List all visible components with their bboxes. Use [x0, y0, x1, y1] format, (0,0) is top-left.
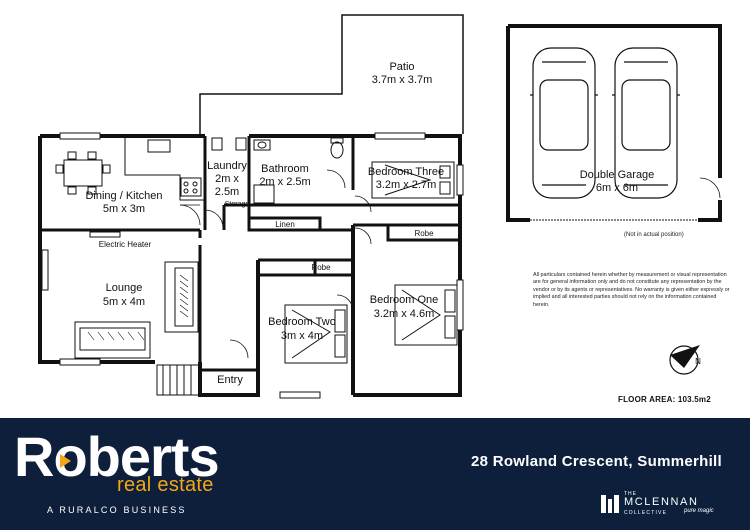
mclennan-m-icon	[601, 495, 619, 513]
laundry-size-1: 2m x	[215, 173, 239, 185]
bed-two-icon	[284, 304, 348, 364]
lounge-size: 5m x 4m	[103, 296, 145, 308]
entry-name: Entry	[217, 374, 243, 386]
lounge-name: Lounge	[106, 282, 143, 294]
laundry-size-2: 2.5m	[215, 186, 239, 198]
compass-icon: N	[669, 345, 701, 375]
footer-banner: Roberts real estate A RURALCO BUSINESS 2…	[0, 418, 750, 530]
floor-plan: Patio 3.7m x 3.7m	[38, 14, 722, 399]
brand-tagline: A RURALCO BUSINESS	[47, 505, 187, 515]
linen-label: Linen	[275, 220, 295, 229]
mclennan-script: pure magic	[684, 508, 714, 514]
brand-logo: Roberts	[14, 424, 220, 489]
door-swings	[179, 169, 721, 359]
garage-name: Double Garage	[580, 169, 655, 181]
bedroom-one-name: Bedroom One	[370, 294, 438, 306]
dining-kitchen-name: Dining / Kitchen	[85, 190, 162, 202]
property-address: 28 Rowland Crescent, Summerhill	[470, 453, 722, 470]
bedroom-three-size: 3.2m x 2.7m	[376, 179, 437, 191]
interior-walls	[40, 136, 460, 372]
not-actual-position-note: (Not in actual position)	[624, 232, 684, 238]
floor-area: FLOOR AREA: 103.5m2	[618, 395, 711, 404]
heater-icon	[89, 231, 121, 238]
entry-stairs	[156, 364, 201, 396]
patio-name: Patio	[389, 61, 414, 73]
mclennan-name: MCLENNAN	[624, 496, 699, 508]
bedroom-one-size: 3.2m x 4.6m	[374, 308, 435, 320]
garage-walls	[506, 24, 722, 222]
laundry-fixtures	[211, 137, 247, 151]
mclennan-collective: COLLECTIVE	[624, 510, 668, 516]
garage-size: 6m x 6m	[596, 182, 638, 194]
sofa-icon	[74, 261, 199, 359]
storage-label: Storage	[225, 201, 250, 208]
mclennan-the: THE	[624, 491, 637, 497]
bedroom-two-name: Bedroom Two	[268, 316, 336, 328]
robe-bed-one-label: Robe	[414, 229, 434, 238]
brand-play-icon	[60, 454, 71, 468]
electric-heater-label: Electric Heater	[99, 240, 152, 249]
disclaimer-text: All particulars contained herein whether…	[533, 272, 730, 308]
bathroom-fixtures	[253, 137, 344, 204]
bathroom-name: Bathroom	[261, 163, 309, 175]
mclennan-logo: THE MCLENNAN COLLECTIVE pure magic	[600, 491, 740, 521]
bedroom-three-name: Bedroom Three	[368, 166, 444, 178]
bed-three-icon	[371, 161, 455, 199]
patio-size: 3.7m x 3.7m	[372, 74, 433, 86]
bathroom-size: 2m x 2.5m	[259, 176, 310, 188]
laundry-name: Laundry	[207, 160, 247, 172]
dining-table-icon	[55, 151, 111, 195]
car-right-icon	[612, 47, 680, 199]
kitchen-fixtures	[124, 138, 205, 201]
brand-name: Roberts	[14, 425, 220, 488]
bed-one-icon	[394, 284, 458, 346]
patio-area	[199, 14, 464, 134]
bedroom-two-size: 3m x 4m	[281, 330, 323, 342]
robe-bed-two-label: Robe	[311, 263, 331, 272]
dining-kitchen-size: 5m x 3m	[103, 203, 145, 215]
lounge-sofa-pattern	[87, 274, 189, 341]
compass-north-label: N	[695, 357, 701, 366]
car-left-icon	[530, 47, 598, 199]
brand-subtitle: real estate	[117, 474, 214, 496]
